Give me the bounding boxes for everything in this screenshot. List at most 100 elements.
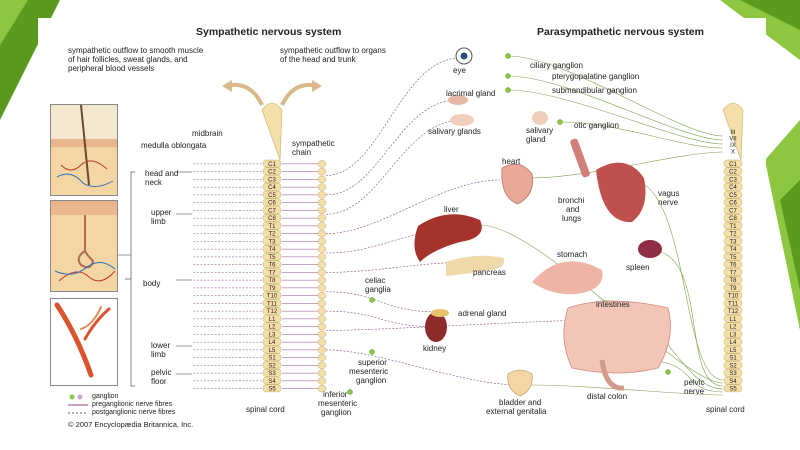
right-cord-segment-label: C4: [729, 185, 737, 191]
pelvic-nerve-label-1: pelvic: [684, 378, 705, 387]
chain-ganglion: [317, 369, 327, 377]
sympathetic-organ-fibre: [325, 291, 441, 313]
chain-ganglion: [317, 315, 327, 323]
spleen-label: spleen: [626, 263, 650, 272]
otic-ganglion-label: otic ganglion: [574, 121, 619, 130]
legend-ganglion-symbol: [69, 394, 75, 400]
chain-ganglion: [317, 268, 327, 277]
cranial-nerve-label: VII: [729, 137, 737, 143]
chain-ganglion: [317, 291, 327, 300]
right-cord-segment: [723, 322, 743, 331]
left-cord-segment: [262, 361, 282, 369]
chain-ganglion: [317, 330, 327, 339]
right-cord-segment: [723, 314, 743, 323]
left-cord-segment: [262, 307, 282, 315]
left-cord-segment: [262, 322, 282, 331]
right-cord-segment-label: C2: [729, 170, 737, 176]
salivary-glands-icon: [450, 114, 474, 126]
chain-ganglion: [317, 253, 327, 261]
chain-ganglion: [317, 353, 327, 362]
ganglion-dot: [505, 73, 511, 79]
chain-ganglion: [317, 222, 327, 230]
spinal-cord-right-label: spinal cord: [706, 405, 745, 414]
right-cord-segment-label: S1: [729, 356, 737, 362]
parasympathetic-title: Parasympathetic nervous system: [537, 26, 704, 38]
left-cord-segment-label: L5: [269, 348, 276, 354]
parasympathetic-organ-fibre: [507, 75, 724, 141]
sympathetic-organ-fibre: [325, 57, 461, 176]
left-cord-brainstem: [261, 102, 283, 161]
region-head-neck-1: head and: [145, 169, 179, 178]
parasympathetic-organ-fibre: [507, 89, 724, 145]
right-cord-segment: [723, 252, 743, 261]
ganglion-dot: [505, 87, 511, 93]
region-lower-limb-1: lower: [151, 341, 171, 350]
sympathetic-organ-fibre: [325, 179, 501, 234]
ganglion-dot: [347, 389, 353, 395]
right-cord-segment-label: L4: [730, 340, 737, 346]
legend-postganglionic: postganglionic nerve fibres: [92, 409, 176, 416]
region-body: body: [143, 279, 161, 288]
right-cord-segment-label: T5: [729, 255, 737, 261]
chain-ganglion: [317, 346, 327, 354]
chain-ganglion: [317, 191, 327, 199]
right-cord-segment: [723, 276, 743, 284]
left-cord-segment: [262, 369, 282, 377]
left-cord-segment: [262, 175, 282, 183]
outflow-organs-line-2: of the head and trunk: [280, 55, 356, 64]
region-brace: [125, 171, 135, 387]
legend-preganglionic: preganglionic nerve fibres: [92, 401, 173, 408]
left-cord-segment-label: S5: [268, 387, 276, 393]
accent-top-left-light: [0, 0, 28, 45]
arrow-right-head: [312, 80, 322, 92]
ganglion-dot: [505, 53, 511, 59]
arrow-left-head: [222, 80, 232, 92]
chain-ganglion: [317, 237, 327, 246]
right-cord-segment: [723, 183, 743, 191]
left-cord-segment: [262, 229, 282, 238]
left-cord-segment-label: C1: [268, 162, 276, 168]
chain-ganglion: [317, 299, 327, 308]
ganglion-dot: [557, 119, 563, 125]
parasympathetic-organ-fibre: [629, 179, 724, 381]
ganglion-dot: [369, 297, 375, 303]
bronchi-label-1: bronchi: [558, 196, 585, 205]
lungs-icon: [596, 162, 646, 223]
bronchi-label-2: and: [566, 205, 580, 214]
superior-mesenteric-label-2: mesenteric: [349, 367, 389, 376]
copyright: © 2007 Encyclopædia Britannica, Inc.: [68, 420, 194, 429]
celiac-label-2: ganglia: [365, 285, 391, 294]
left-cord-segment-label: L2: [269, 325, 276, 331]
right-cord-segment-label: T7: [729, 270, 737, 276]
lacrimal-gland-icon: [448, 95, 468, 105]
left-cord-segment-label: T11: [267, 301, 278, 307]
left-cord-segment-label: L1: [269, 317, 276, 323]
left-cord-segment-label: T1: [268, 224, 276, 230]
left-cord-segment-label: L4: [269, 340, 276, 346]
outflow-organs-line-1: sympathetic outflow to organs: [280, 46, 386, 55]
lacrimal-label: lacrimal gland: [446, 89, 496, 98]
right-cord-segment: [723, 330, 743, 338]
sympathetic-chain: [317, 160, 327, 393]
left-cord-segment-label: T4: [268, 247, 276, 253]
left-cord-segment: [262, 384, 282, 393]
left-cord-segment: [262, 299, 282, 307]
distal-colon-icon: [599, 359, 625, 391]
left-cord-segment: [262, 167, 282, 176]
salivary-gland-icon: [532, 111, 548, 125]
left-cord-segment: [262, 276, 282, 284]
cranial-nerve-label: IX: [730, 143, 736, 149]
chain-ganglion: [317, 322, 327, 331]
left-cord-segment-label: T6: [268, 263, 276, 269]
intestines-icon: [563, 300, 671, 374]
left-cord-segment: [262, 159, 282, 168]
right-cord-segment-label: T11: [728, 301, 739, 307]
salivary-gland-label-1: salivary: [526, 126, 554, 135]
chain-ganglion: [317, 377, 327, 385]
sympathetic-chain-label-2: chain: [292, 148, 312, 157]
superior-mesenteric-label-3: ganglion: [356, 376, 387, 385]
kidney-icon: [425, 312, 447, 342]
vagus-label-2: nerve: [658, 198, 679, 207]
left-cord-segment-label: C2: [268, 170, 276, 176]
